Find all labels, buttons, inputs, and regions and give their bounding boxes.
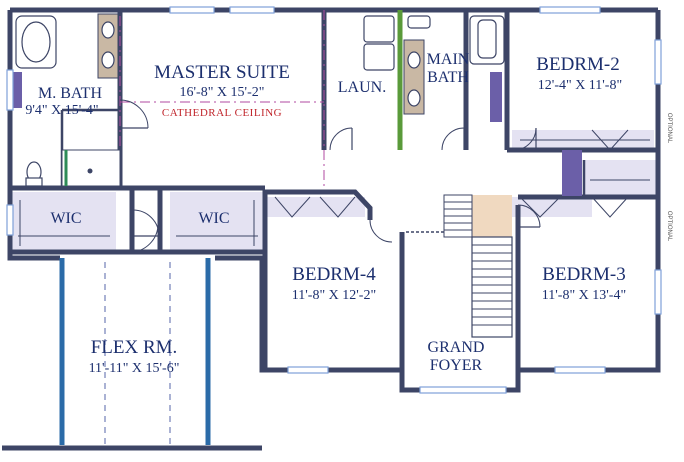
m-bath-name: M. BATH xyxy=(38,85,102,102)
washer xyxy=(363,15,395,43)
dryer xyxy=(363,43,395,71)
main-bath-toilet xyxy=(407,15,431,29)
bedrm3-dims: 11'-8" X 13'-4" xyxy=(542,288,626,303)
master-shower xyxy=(61,149,121,187)
stair-landing xyxy=(472,195,512,237)
wic-2-name: WIC xyxy=(198,210,229,227)
flex-room-dims: 11'-11" X 15'-6" xyxy=(89,361,180,376)
foyer-name-2: FOYER xyxy=(430,357,483,374)
wic-2-floor xyxy=(170,192,265,250)
windows xyxy=(6,6,662,394)
staircase xyxy=(406,194,513,338)
bedrm4-closet xyxy=(265,197,365,217)
bedrm2-dims: 12'-4" X 11'-8" xyxy=(538,78,622,93)
hall-closet-accent xyxy=(562,150,582,196)
bedrm4-dims: 11'-8" X 12'-2" xyxy=(292,288,376,303)
closet-fills xyxy=(12,130,656,250)
hall-linen xyxy=(584,160,656,196)
wic-1-floor xyxy=(12,192,116,250)
bedrm2-closet xyxy=(512,130,654,148)
master-suite-name: MASTER SUITE xyxy=(154,62,290,83)
foyer-name-1: GRAND xyxy=(428,339,485,356)
optional-note-1: OPTIONAL xyxy=(666,113,672,144)
laundry-name: LAUN. xyxy=(338,79,386,96)
flex-room-name: FLEX RM. xyxy=(91,337,178,358)
main-bath-name-1: MAIN xyxy=(427,51,470,68)
main-bath-linen xyxy=(490,72,502,122)
wic-1-name: WIC xyxy=(50,210,81,227)
doors xyxy=(119,99,629,253)
main-bath-name-2: BATH xyxy=(427,69,469,86)
m-bath-dims: 9'4" X 15'-4" xyxy=(25,103,98,118)
bedrm3-name: BEDRM-3 xyxy=(542,264,625,285)
master-suite-dims: 16'-8" X 15'-2" xyxy=(180,85,265,100)
flex-room-frame xyxy=(2,258,262,451)
room-labels: MASTER SUITE 16'-8" X 15'-2" CATHEDRAL C… xyxy=(25,51,672,376)
fixtures xyxy=(12,13,582,196)
bedrm2-name: BEDRM-2 xyxy=(536,54,619,75)
bedrm3-closet xyxy=(512,197,592,217)
optional-note-2: OPTIONAL xyxy=(666,211,672,242)
master-linen xyxy=(12,72,22,108)
bedrm4-name: BEDRM-4 xyxy=(292,264,376,285)
closet-rods xyxy=(18,139,650,246)
master-suite-note: CATHEDRAL CEILING xyxy=(162,107,282,119)
